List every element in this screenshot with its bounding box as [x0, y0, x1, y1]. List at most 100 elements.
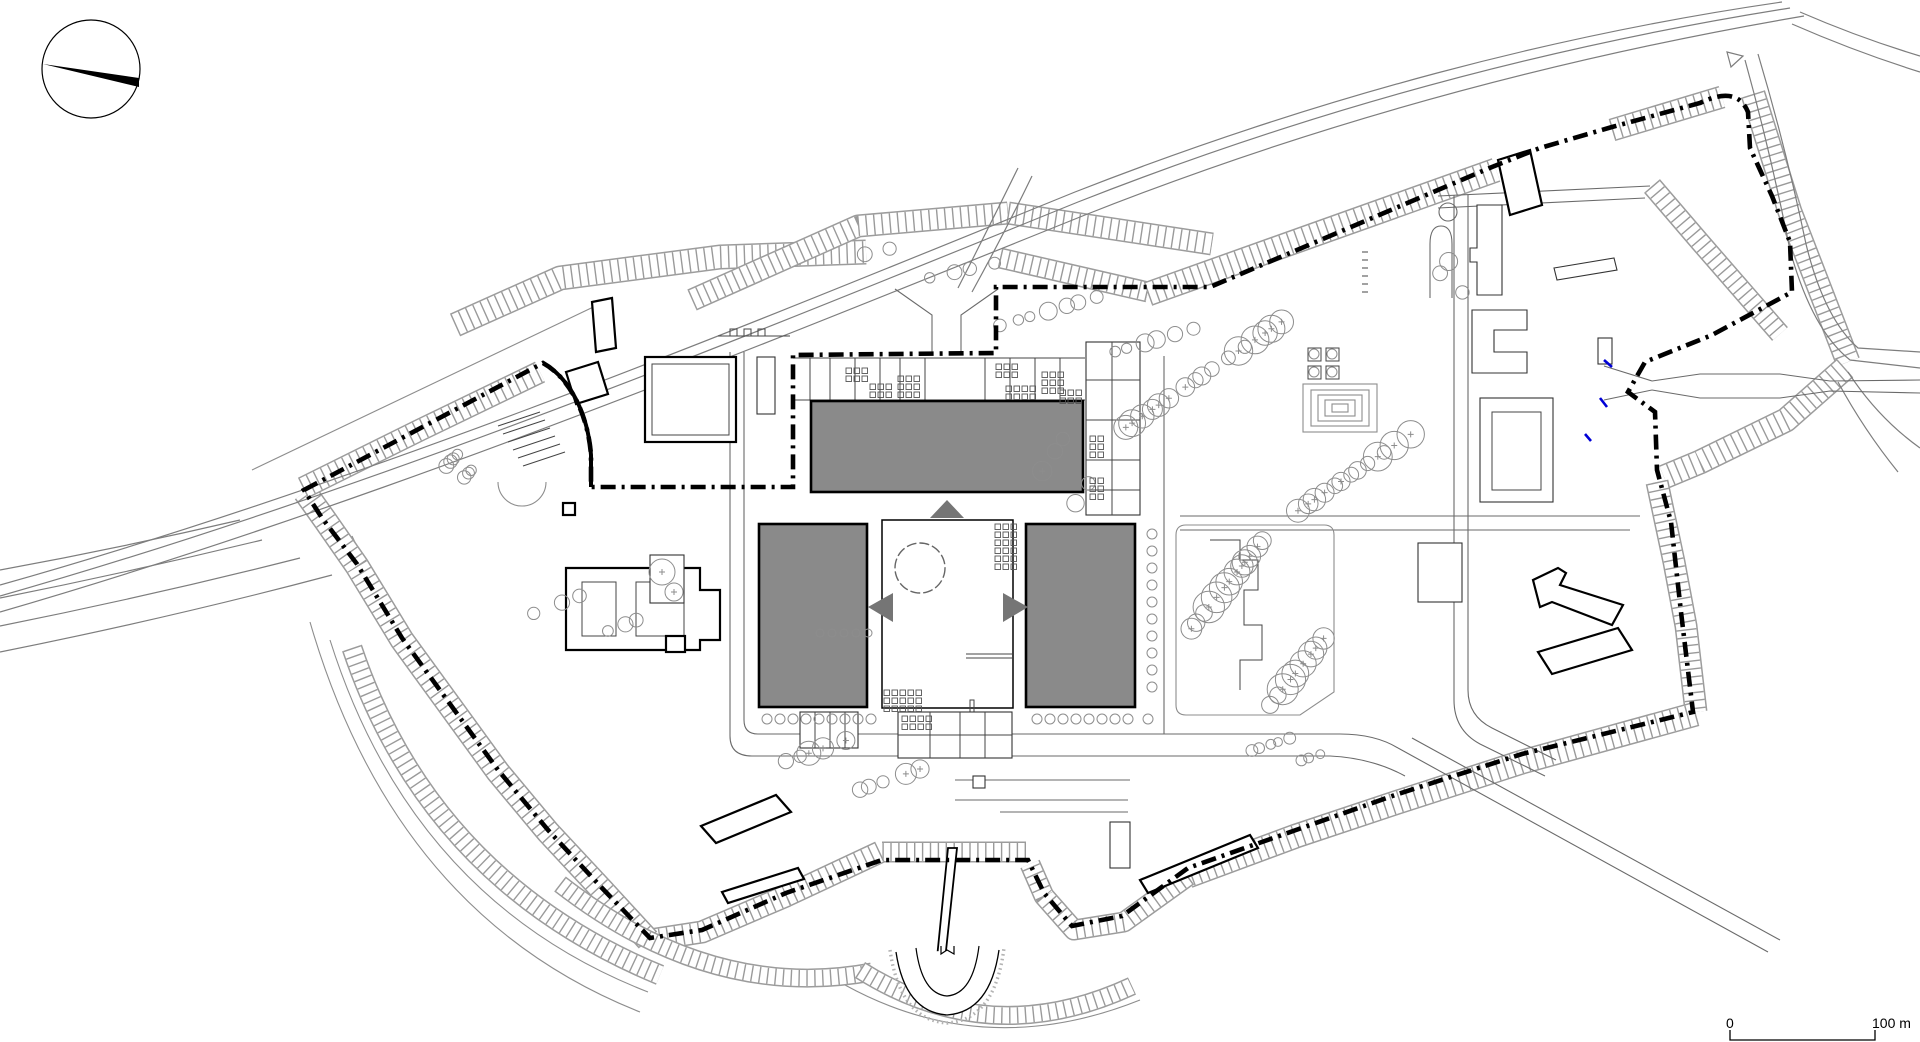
water-gate-mark [1584, 433, 1592, 442]
courtyard-fountain [894, 542, 946, 594]
crenellated-wall [718, 328, 790, 337]
tree [1253, 742, 1265, 754]
tree [894, 762, 917, 785]
terraced-garden [1302, 383, 1378, 433]
scale-zero-label: 0 [1726, 1015, 1734, 1031]
planting-grids [845, 363, 1104, 730]
southeast-buildings [1417, 542, 1634, 676]
tree [1175, 377, 1196, 397]
tree [1362, 441, 1393, 472]
tree [1096, 713, 1108, 725]
tree [1146, 393, 1171, 417]
tree [1261, 695, 1280, 714]
tree [553, 594, 571, 611]
traffic-island [1726, 51, 1745, 69]
tree [1044, 713, 1056, 725]
tree [793, 749, 807, 763]
water-gates [1584, 359, 1613, 442]
tree [1297, 493, 1319, 515]
tree [1058, 297, 1076, 314]
tree [1158, 388, 1180, 409]
tree [1315, 749, 1326, 760]
tree [1038, 301, 1058, 321]
tree [628, 612, 644, 628]
north-entrance-arrow [930, 500, 964, 518]
tree [1187, 372, 1204, 389]
north-barracks-building [809, 399, 1085, 494]
tree [962, 261, 977, 276]
tree [839, 713, 851, 725]
tree [851, 628, 861, 638]
site-boundary [300, 93, 1795, 941]
tree [1113, 414, 1139, 440]
tree [1122, 713, 1134, 725]
tree [946, 264, 963, 281]
tree [774, 713, 786, 725]
west-barracks-building [757, 522, 869, 709]
tree [1439, 252, 1459, 271]
pier [936, 847, 959, 962]
tree [465, 464, 477, 476]
south-rooms [799, 711, 1013, 789]
water-gate-mark [1598, 397, 1609, 408]
tree [1286, 498, 1310, 523]
tree [860, 778, 877, 795]
tree [1396, 420, 1425, 449]
tree [1121, 342, 1133, 354]
tree [826, 713, 838, 725]
tree [438, 458, 455, 474]
tree [882, 241, 897, 256]
east-gate-funnel [1603, 365, 1653, 401]
tree [1281, 659, 1310, 688]
tree [1266, 673, 1299, 706]
west-annex-buildings [564, 296, 776, 444]
tree [1146, 681, 1158, 693]
tree [1379, 430, 1409, 461]
tree [1289, 650, 1317, 678]
tree [1146, 630, 1158, 642]
tree [451, 448, 464, 461]
pier-and-harbor [888, 847, 1006, 1025]
tree [457, 470, 472, 485]
scale-end-label: 100 m [1872, 1015, 1911, 1031]
northeast-buildings [1469, 148, 1618, 503]
tree [1057, 713, 1069, 725]
plaza-squares [1307, 251, 1368, 380]
southwest-bar-buildings [699, 793, 1260, 905]
tree [1360, 455, 1376, 472]
scale-bar-line [1729, 1030, 1876, 1041]
tree [1109, 713, 1121, 725]
tree [761, 713, 773, 725]
trees [438, 241, 1470, 798]
tree [1166, 326, 1184, 343]
tree [462, 466, 475, 480]
tree [664, 582, 684, 602]
harbor-stipple [888, 947, 1006, 1025]
tree [876, 775, 890, 789]
tree [1024, 311, 1036, 323]
tree [1141, 398, 1163, 420]
east-barracks-building [1024, 522, 1137, 709]
tree [527, 606, 541, 621]
tree [811, 737, 835, 760]
tree [852, 713, 864, 725]
tree [865, 713, 877, 725]
tree [1195, 604, 1213, 622]
tree [1146, 647, 1158, 659]
tree [1326, 477, 1344, 495]
tree [443, 454, 458, 469]
east-annex-strip [1085, 341, 1141, 516]
tree [813, 713, 825, 725]
tree [1376, 445, 1392, 460]
tree [1109, 345, 1121, 358]
tree [1265, 738, 1277, 750]
north-arrow-icon [41, 19, 141, 119]
tree [1273, 737, 1283, 747]
tree [1304, 636, 1328, 660]
tree [1146, 579, 1158, 591]
tree [815, 628, 825, 638]
tree [1238, 544, 1262, 568]
west-entrance-arrow [868, 593, 893, 622]
tree [1032, 460, 1053, 482]
